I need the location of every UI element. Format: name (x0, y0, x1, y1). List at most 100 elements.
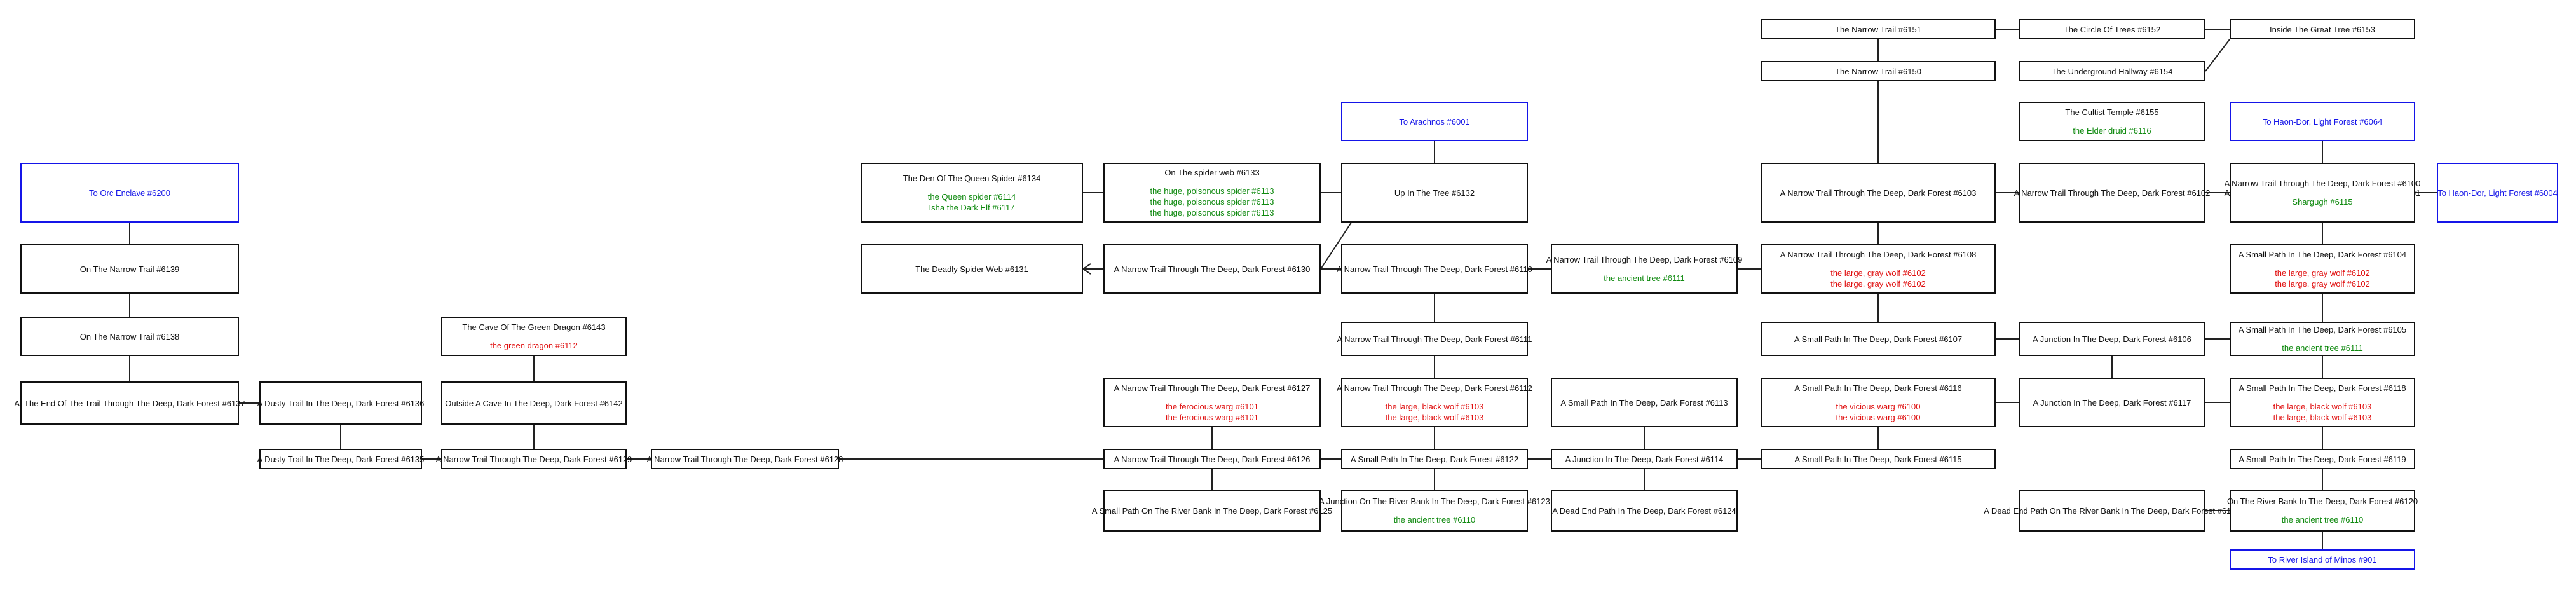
room-npc: Shargugh #6115 (2292, 197, 2353, 207)
room-box: A Narrow Trail Through The Deep, Dark Fo… (1103, 449, 1321, 469)
room-box: The Narrow Trail #6151 (1761, 19, 1996, 39)
exit-room-box: To Haon-Dor, Light Forest #6004 (2437, 163, 2558, 223)
room-title: The Narrow Trail #6151 (1835, 24, 1921, 34)
room-title: At The End Of The Trail Through The Deep… (14, 398, 245, 408)
room-title: To Orc Enclave #6200 (89, 188, 170, 198)
room-title: A Narrow Trail Through The Deep, Dark Fo… (1337, 264, 1532, 274)
room-title: The Narrow Trail #6150 (1835, 66, 1921, 76)
room-title: A Narrow Trail Through The Deep, Dark Fo… (2014, 188, 2211, 198)
room-title: On The Narrow Trail #6138 (79, 331, 180, 341)
room-title: A Narrow Trail Through The Deep, Dark Fo… (1780, 249, 1977, 259)
room-box: On The spider web #6133 the huge, poisono… (1103, 163, 1321, 223)
room-title: The Deadly Spider Web #6131 (915, 264, 1028, 274)
room-box: On The Narrow Trail #6138 (20, 317, 239, 356)
room-box: A Small Path In The Deep, Dark Forest #6… (1761, 322, 1996, 356)
room-npc: Isha the Dark Elf #6117 (929, 202, 1015, 212)
room-title: Outside A Cave In The Deep, Dark Forest … (445, 398, 623, 408)
room-title: A Narrow Trail Through The Deep, Dark Fo… (646, 454, 843, 464)
room-mob: the large, gray wolf #6102 (1830, 268, 1926, 278)
room-npc: the ancient tree #6110 (1393, 515, 1476, 525)
room-box: A Junction In The Deep, Dark Forest #610… (2019, 322, 2205, 356)
room-title: On The River Bank In The Deep, Dark Fore… (2226, 497, 2418, 506)
room-title: A Small Path In The Deep, Dark Forest #6… (1794, 454, 1962, 464)
room-box: A Dead End Path On The River Bank In The… (1984, 490, 2240, 532)
room-box: A Narrow Trail Through The Deep, Dark Fo… (1761, 244, 1996, 294)
room-box: Outside A Cave In The Deep, Dark Forest … (441, 381, 627, 425)
room-title: A Narrow Trail Through The Deep, Dark Fo… (1780, 188, 1977, 198)
room-box: The Narrow Trail #6150 (1761, 61, 1996, 81)
room-box: A Narrow Trail Through The Deep, Dark Fo… (1103, 378, 1321, 427)
room-box: A Dead End Path In The Deep, Dark Forest… (1551, 490, 1738, 532)
room-title: Up In The Tree #6132 (1394, 188, 1475, 198)
room-title: The Cave Of The Green Dragon #6143 (462, 322, 606, 332)
room-npc: the ancient tree #6110 (2281, 515, 2364, 525)
room-box: The Deadly Spider Web #6131 (861, 244, 1083, 294)
room-title: Inside The Great Tree #6153 (2270, 24, 2375, 34)
room-title: On The Narrow Trail #6139 (79, 264, 180, 274)
room-box: A Small Path In The Deep, Dark Forest #6… (2230, 449, 2415, 469)
room-mob: the green dragon #6112 (490, 341, 578, 350)
room-box: A Small Path On The River Bank In The De… (1092, 490, 1332, 532)
room-npc: the huge, poisonous spider #6113 (1150, 186, 1274, 196)
room-title: The Underground Hallway #6154 (2051, 66, 2173, 76)
room-title: A Small Path In The Deep, Dark Forest #6… (2239, 383, 2406, 393)
room-title: A Narrow Trail Through The Deep, Dark Fo… (1546, 255, 1743, 264)
room-box: A Small Path In The Deep, Dark Forest #6… (1761, 378, 1996, 427)
room-mob: the large, black wolf #6103 (2273, 412, 2372, 422)
room-title: A Small Path In The Deep, Dark Forest #6… (2238, 249, 2407, 259)
room-title: A Small Path In The Deep, Dark Forest #6… (1560, 397, 1728, 408)
room-box: A Narrow Trail Through The Deep, Dark Fo… (436, 449, 632, 469)
room-box: A Narrow Trail Through The Deep, Dark Fo… (1337, 378, 1532, 427)
room-box: A Narrow Trail Through The Deep, Dark Fo… (2225, 163, 2420, 223)
room-title: A Small Path In The Deep, Dark Forest #6… (1794, 334, 1963, 344)
room-box: Inside The Great Tree #6153 (2230, 19, 2415, 39)
room-title: To Haon-Dor, Light Forest #6064 (2262, 116, 2383, 127)
room-box: A Narrow Trail Through The Deep, Dark Fo… (647, 449, 843, 469)
room-title: A Small Path In The Deep, Dark Forest #6… (1794, 383, 1962, 393)
room-mob: the vicious warg #6100 (1836, 412, 1921, 422)
room-box: Up In The Tree #6132 (1341, 163, 1528, 223)
room-box: A Narrow Trail Through The Deep, Dark Fo… (1761, 163, 1996, 223)
room-title: To River Island of Minos #901 (2268, 554, 2377, 565)
room-title: A Junction On The River Bank In The Deep… (1319, 497, 1550, 506)
room-title: A Dead End Path In The Deep, Dark Forest… (1552, 505, 1736, 516)
room-mob: the large, gray wolf #6102 (1830, 278, 1926, 289)
room-title: A Dead End Path On The River Bank In The… (1984, 505, 2240, 516)
room-box: A Small Path In The Deep, Dark Forest #6… (2230, 322, 2415, 356)
room-box: A Small Path In The Deep, Dark Forest #6… (1551, 378, 1738, 427)
room-mob: the large, black wolf #6103 (2273, 401, 2372, 411)
room-npc: the Elder druid #6116 (2073, 126, 2151, 135)
room-box: A Junction In The Deep, Dark Forest #611… (1551, 449, 1738, 469)
room-box: A Junction On The River Bank In The Deep… (1319, 490, 1550, 532)
room-mob: the large, gray wolf #6102 (2275, 268, 2370, 278)
room-title: The Cultist Temple #6155 (2065, 107, 2159, 117)
room-title: A Dusty Trail In The Deep, Dark Forest #… (257, 454, 425, 464)
room-npc: the Queen spider #6114 (927, 191, 1016, 202)
room-box: A Narrow Trail Through The Deep, Dark Fo… (1103, 244, 1321, 294)
room-title: On The spider web #6133 (1164, 168, 1260, 177)
room-npc: the ancient tree #6111 (2282, 343, 2363, 353)
room-title: The Circle Of Trees #6152 (2063, 24, 2161, 34)
room-title: A Dusty Trail In The Deep, Dark Forest #… (257, 398, 425, 408)
room-box: A Small Path In The Deep, Dark Forest #6… (2230, 378, 2415, 427)
room-title: A Narrow Trail Through The Deep, Dark Fo… (435, 454, 632, 464)
room-box: A Narrow Trail Through The Deep, Dark Fo… (2014, 163, 2210, 223)
room-title: A Narrow Trail Through The Deep, Dark Fo… (2224, 179, 2421, 188)
room-box: A Dusty Trail In The Deep, Dark Forest #… (257, 381, 424, 425)
exit-room-box: To Haon-Dor, Light Forest #6064 (2230, 102, 2415, 141)
room-box: A Small Path In The Deep, Dark Forest #6… (1761, 449, 1996, 469)
room-title: A Small Path In The Deep, Dark Forest #6… (2239, 454, 2406, 464)
room-box: A Dusty Trail In The Deep, Dark Forest #… (257, 449, 424, 469)
room-mob: the large, gray wolf #6102 (2275, 278, 2370, 289)
room-mob: the vicious warg #6100 (1836, 401, 1921, 411)
room-title: A Junction In The Deep, Dark Forest #610… (2033, 334, 2191, 344)
room-box: On The River Bank In The Deep, Dark Fore… (2227, 490, 2418, 532)
room-title: The Den Of The Queen Spider #6134 (903, 173, 1041, 183)
room-title: To Arachnos #6001 (1399, 116, 1470, 127)
room-box: The Circle Of Trees #6152 (2019, 19, 2205, 39)
exit-room-box: To River Island of Minos #901 (2230, 549, 2415, 570)
room-box: On The Narrow Trail #6139 (20, 244, 239, 294)
room-title: To Haon-Dor, Light Forest #6004 (2437, 188, 2558, 198)
room-title: A Junction In The Deep, Dark Forest #611… (2033, 397, 2191, 408)
